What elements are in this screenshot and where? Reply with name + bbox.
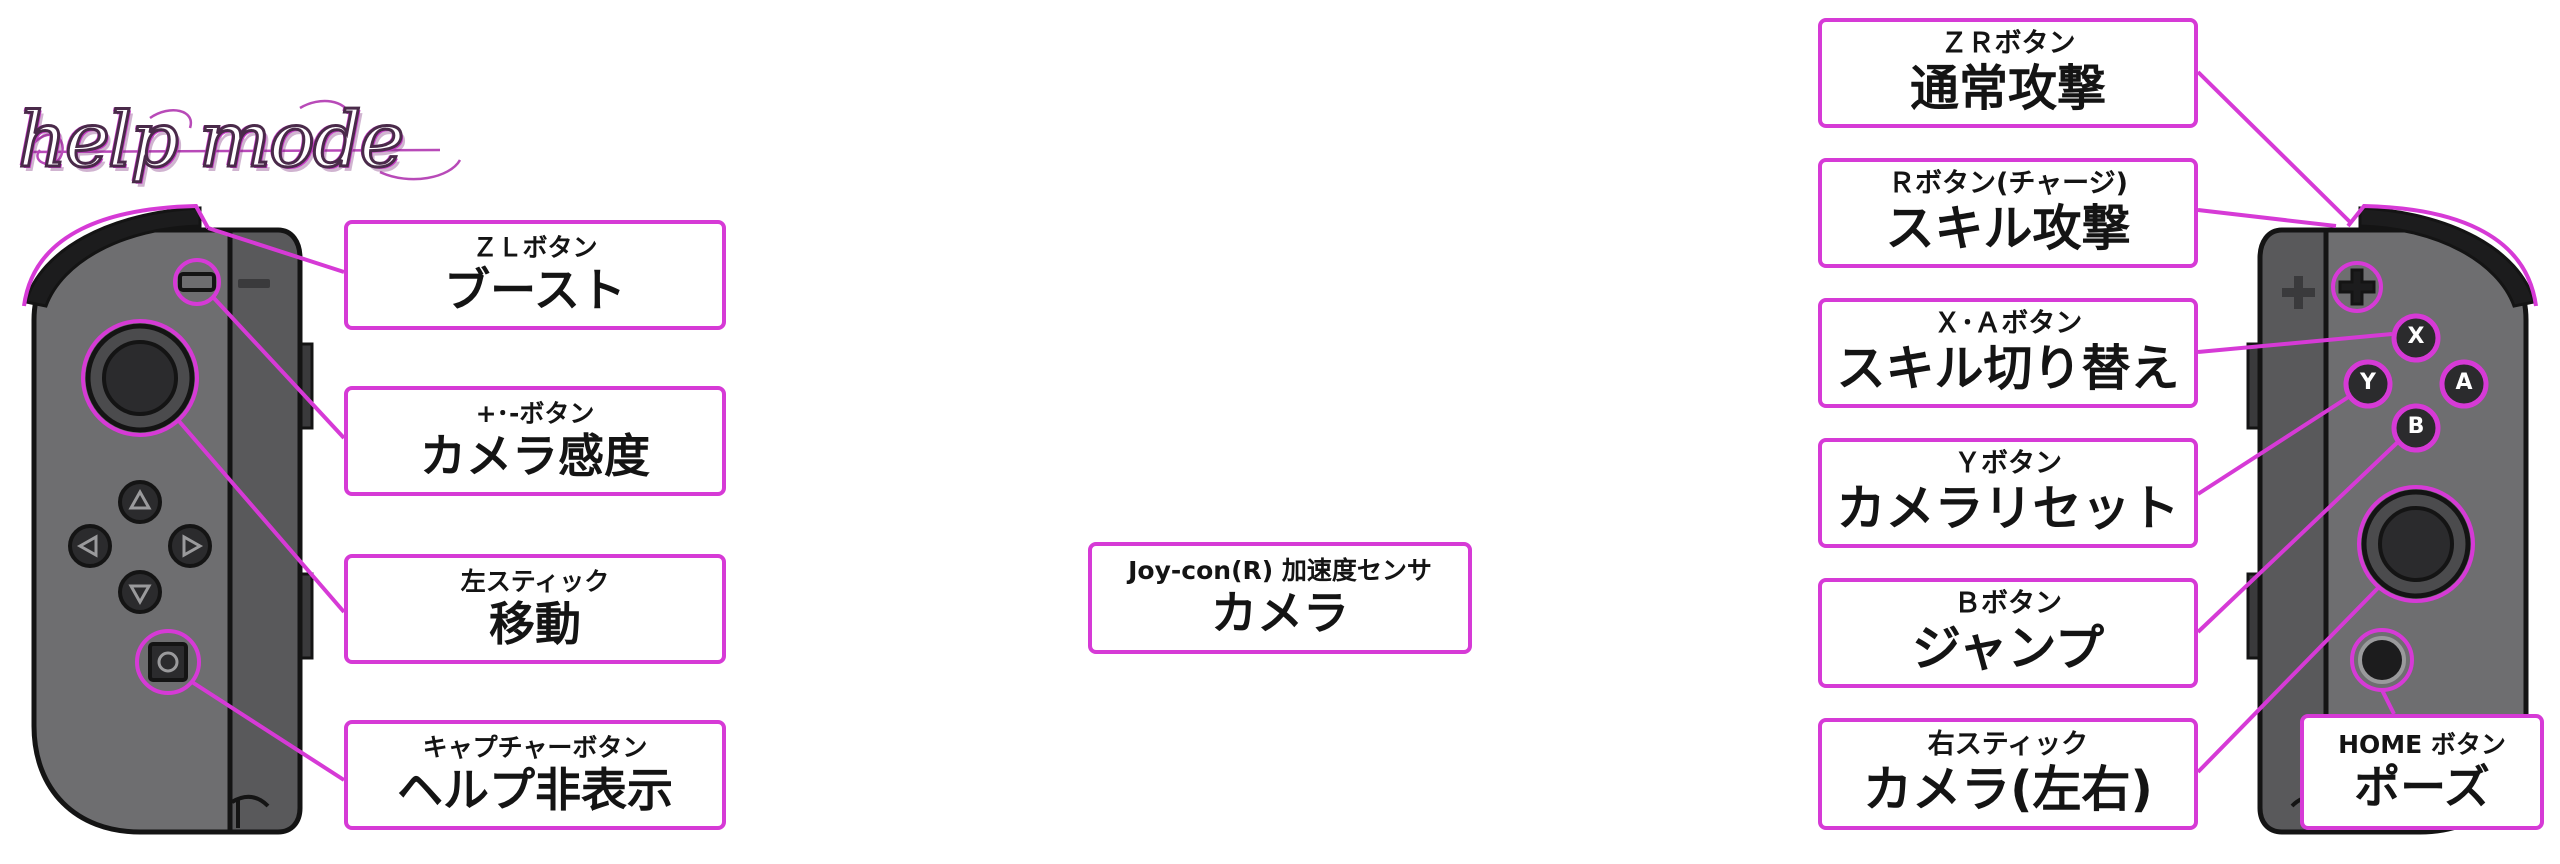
- capture-button-label: キャプチャーボタン ヘルプ非表示: [344, 720, 726, 830]
- plus-minus-button-label: +･-ボタン カメラ感度: [344, 386, 726, 496]
- right-stick-label: 右スティック カメラ(左右): [1818, 718, 2198, 830]
- left-stick-label: 左スティック 移動: [344, 554, 726, 664]
- plus-button: [2338, 268, 2376, 306]
- right-connectors: [2196, 70, 2402, 774]
- r-button-label: Ｒボタン(チャージ) スキル攻撃: [1818, 158, 2198, 268]
- r-button-name: Ｒボタン(チャージ): [1888, 168, 2128, 199]
- face-buttons: [2343, 313, 2489, 453]
- gyro-sensor-label: Joy-con(R) 加速度センサ カメラ: [1088, 542, 1472, 654]
- y-button-name: Ｙボタン: [1954, 448, 2062, 479]
- home-button: [2358, 636, 2406, 684]
- gyro-sensor-action: カメラ: [1211, 586, 1349, 640]
- capture-button-name: キャプチャーボタン: [422, 733, 648, 762]
- home-button-label: HOME ボタン ポーズ: [2300, 714, 2544, 830]
- b-button: [2391, 403, 2441, 453]
- dpad-left: [68, 524, 112, 568]
- x-button: [2391, 313, 2441, 363]
- xa-button-name: Ｘ･Ａボタン: [1933, 308, 2083, 339]
- zr-button-label: ＺＲボタン 通常攻撃: [1818, 18, 2198, 128]
- right-joycon-rail: [2257, 227, 2329, 835]
- b-button-label: Ｂボタン ジャンプ: [1818, 578, 2198, 688]
- right-stick-name: 右スティック: [1927, 729, 2089, 760]
- home-button-action: ポーズ: [2354, 760, 2490, 814]
- a-button: [2439, 359, 2489, 409]
- left-connectors: [176, 226, 346, 782]
- y-button: [2343, 359, 2393, 409]
- dpad: [68, 480, 212, 614]
- xa-button-action: スキル切り替え: [1836, 340, 2180, 397]
- left-joycon: [22, 203, 314, 835]
- minus-button-rail: [238, 279, 270, 288]
- gyro-sensor-name: Joy-con(R) 加速度センサ: [1128, 556, 1432, 585]
- zl-button-label: ＺＬボタン ブースト: [344, 220, 726, 330]
- help-mode-logo: help mode: [17, 95, 406, 184]
- dpad-right: [168, 524, 212, 568]
- b-button-action: ジャンプ: [1911, 620, 2105, 677]
- b-button-name: Ｂボタン: [1954, 588, 2062, 619]
- zl-button-action: ブースト: [444, 263, 626, 317]
- zl-button-name: ＺＬボタン: [472, 233, 598, 262]
- home-button-name: HOME ボタン: [2338, 730, 2506, 759]
- zr-button-action: 通常攻撃: [1909, 60, 2106, 117]
- left-stick-action: 移動: [489, 597, 581, 651]
- b-button-letter: B: [2407, 414, 2425, 439]
- plus-button-rail: [2282, 276, 2315, 309]
- x-button-letter: X: [2407, 324, 2425, 349]
- y-button-letter: Y: [2360, 370, 2376, 395]
- capture-button-action: ヘルプ非表示: [397, 763, 673, 817]
- zr-shoulder: [2358, 206, 2536, 308]
- y-button-label: Ｙボタン カメラリセット: [1818, 438, 2198, 548]
- plus-minus-button-action: カメラ感度: [420, 429, 650, 483]
- a-button-letter: A: [2455, 370, 2473, 395]
- right-stick-action: カメラ(左右): [1863, 761, 2153, 818]
- r-button-action: スキル攻撃: [1885, 200, 2131, 257]
- left-joycon-rail: [227, 227, 303, 835]
- left-stick-name: 左スティック: [460, 567, 610, 596]
- xa-button-label: Ｘ･Ａボタン スキル切り替え: [1818, 298, 2198, 408]
- dpad-down: [118, 570, 162, 614]
- zr-button-name: ＺＲボタン: [1940, 28, 2076, 59]
- minus-button: [178, 272, 216, 292]
- dpad-up: [118, 480, 162, 524]
- y-button-action: カメラリセット: [1836, 480, 2180, 537]
- right-joycon: [2246, 203, 2538, 835]
- logo-flourish: [23, 99, 462, 181]
- capture-button: [148, 642, 188, 682]
- plus-minus-button-name: +･-ボタン: [475, 399, 595, 428]
